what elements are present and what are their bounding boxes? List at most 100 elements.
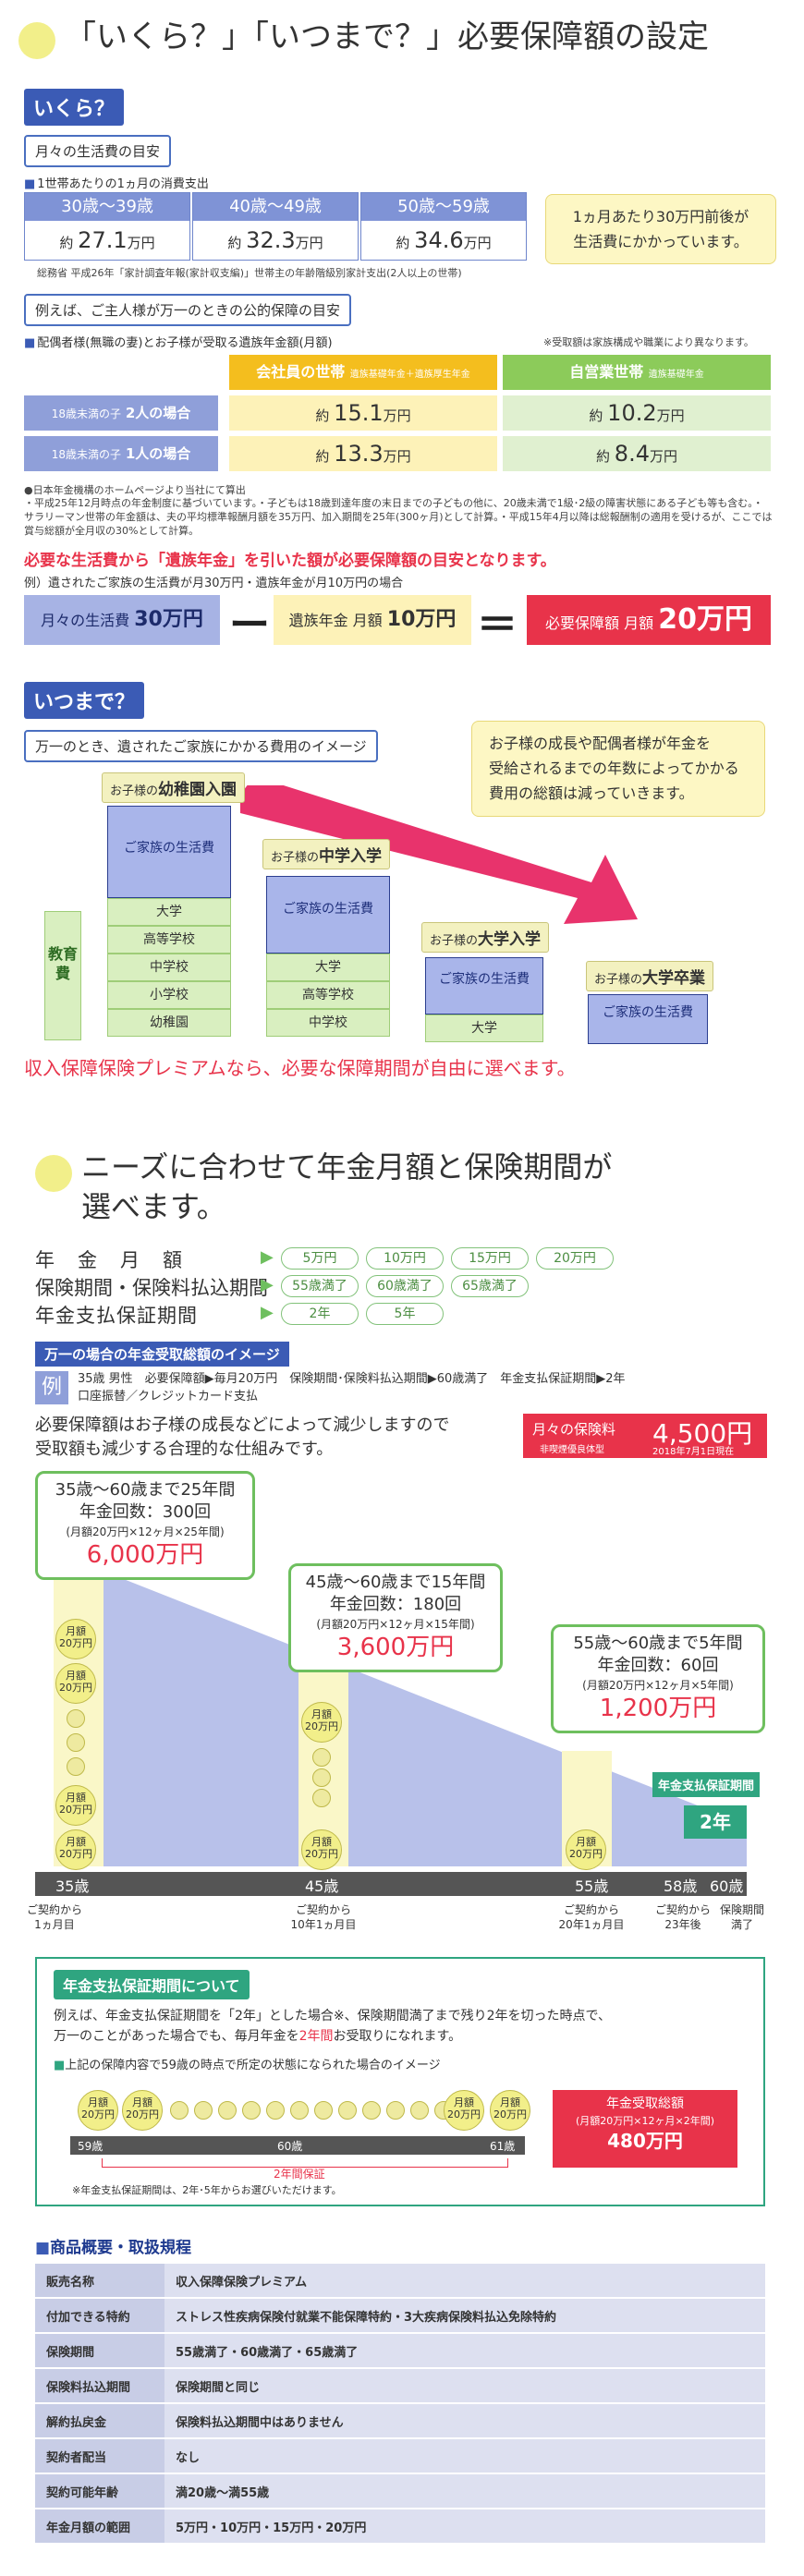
- family-cost-block: ご家族の生活費: [266, 876, 390, 954]
- bullet-dot: [18, 22, 55, 59]
- edu-block: 幼稚園: [107, 1009, 231, 1037]
- option-pill: 10万円: [366, 1247, 444, 1270]
- stage-tag: お子様の中学入学: [262, 839, 391, 869]
- title-line: ニーズに合わせて年金月額と保険期間が: [81, 1149, 613, 1185]
- premium-value: 4,500円: [652, 1418, 753, 1449]
- age-value: 約 34.6万円: [396, 227, 492, 253]
- circle-top: 月額: [66, 1625, 86, 1637]
- cell-selfemployed: 約 10.2万円: [503, 395, 771, 431]
- edu-block: 大学: [266, 954, 390, 981]
- note-line: 受給されるまでの年数によってかかる: [489, 759, 739, 778]
- opt-arrow: ▶: [261, 1247, 274, 1267]
- bead-dot: [67, 1733, 85, 1752]
- spec-key: 付加できる特約: [35, 2299, 164, 2332]
- bead-dot: [386, 2101, 405, 2120]
- spec-key: 年金月額の範囲: [35, 2509, 164, 2543]
- text-line: 万一のことがあった場合でも、毎月年金を2年間お受取りになれます。: [54, 2028, 462, 2044]
- spec-value: ストレス性疾病保険付就業不能保障特約・3大疾病保険料払込免除特約: [164, 2299, 765, 2332]
- opt2-label: 保険期間・保険料払込期間: [35, 1277, 268, 1299]
- family-cost-block: ご家族の生活費: [107, 806, 231, 898]
- opt-arrow: ▶: [261, 1275, 274, 1294]
- spec-value: 収入保障保険プレミアム: [164, 2264, 765, 2297]
- box-line: 45歳〜60歳まで15年間: [305, 1573, 486, 1592]
- guarantee-value: 2年: [684, 1805, 747, 1839]
- option-pill: 15万円: [451, 1247, 529, 1270]
- guarantee-label: 年金支払保証期間: [652, 1772, 761, 1797]
- guarantee-panel: [35, 1957, 765, 2206]
- spec-key: 契約者配当: [35, 2439, 164, 2473]
- living-cost-source: 総務省 平成26年「家計調査年報(家計収支編)」世帯主の年齢階級別家計支出(2人…: [37, 267, 462, 279]
- bead-dot: [170, 2101, 189, 2120]
- bead-dot: [67, 1757, 85, 1776]
- stage-tag: お子様の幼稚園入園: [102, 772, 246, 803]
- age-value: 約 32.3万円: [227, 227, 323, 253]
- circle-val: 20万円: [305, 1720, 338, 1733]
- image-caption: 万一のとき、遺されたご家族にかかる費用のイメージ: [24, 730, 378, 762]
- spec-title: ■商品概要・取扱規程: [35, 2239, 192, 2257]
- image-label: 万一の場合の年金受取総額のイメージ: [35, 1342, 289, 1367]
- itsumade-label: いつまで？: [24, 682, 145, 719]
- age-value: 約 27.1万円: [59, 227, 155, 253]
- opt3-label: 年金支払保証期間: [35, 1305, 198, 1327]
- eq-need: 必要保障額 月額 20万円: [527, 595, 771, 645]
- note-line: 費用の総額は減っていきます。: [489, 784, 694, 803]
- text-line: 例えば、年金支払保証期間を「2年」とした場合※、保険期間満了まで残り2年を切った…: [54, 2009, 611, 2023]
- row-label: 18歳未満の子 2人の場合: [24, 395, 218, 431]
- circle-val: 20万円: [59, 1637, 92, 1650]
- option-pill: 5年: [366, 1303, 444, 1325]
- bar-age: 59歳: [78, 2140, 104, 2153]
- option-pill: 55歳満了: [281, 1275, 359, 1297]
- bead-dot: [338, 2101, 357, 2120]
- age-box-40: 40歳〜49歳 約 32.3万円: [192, 192, 359, 261]
- cell-selfemployed: 約 8.4万円: [503, 436, 771, 471]
- edu-block: 中学校: [266, 1009, 390, 1037]
- living-cost-label: 月々の生活費の目安: [24, 135, 172, 167]
- cell-employee: 約 15.1万円: [229, 395, 497, 431]
- spec-value: 保険料払込期間中はありません: [164, 2404, 765, 2437]
- total-label: 年金受取総額: [606, 2096, 684, 2111]
- decrease-arrow: [240, 785, 638, 924]
- circle-top: 月額: [88, 2096, 108, 2108]
- premium-box: 月々の保険料 4,500円 非喫煙優良体型 2018年7月1日現在: [523, 1414, 767, 1458]
- spec-key: 保険料払込期間: [35, 2369, 164, 2402]
- spec-value: 55歳満了・60歳満了・65歳満了: [164, 2334, 765, 2367]
- spec-table: 販売名称収入保障保険プレミアム付加できる特約ストレス性疾病保険付就業不能保障特約…: [35, 2262, 765, 2545]
- circle-val: 20万円: [59, 1804, 92, 1817]
- edu-block: 小学校: [107, 981, 231, 1009]
- circle-top: 月額: [500, 2096, 520, 2108]
- age-box-50: 50歳〜59歳 約 34.6万円: [360, 192, 527, 261]
- bead-dot: [242, 2101, 261, 2120]
- guarantee-sub: ■上記の保障内容で59歳の時点で所定の状態になられた場合のイメージ: [54, 2059, 441, 2072]
- spec-row: 解約払戻金保険料払込期間中はありません: [35, 2404, 765, 2437]
- option-pill: 65歳満了: [451, 1275, 529, 1297]
- spec-value: なし: [164, 2439, 765, 2473]
- option-pill: 2年: [281, 1303, 359, 1325]
- spec-value: 保険期間と同じ: [164, 2369, 765, 2402]
- circle-top: 月額: [66, 1836, 86, 1848]
- circle-val: 20万円: [305, 1848, 338, 1861]
- living-cost-note: 1ヵ月あたり30万円前後が 生活費にかかっています。: [545, 194, 776, 265]
- guarantee-text: 例えば、年金支払保証期間を「2年」とした場合※、保険期間満了まで残り2年を切った…: [54, 2007, 611, 2047]
- box-line: 55歳〜60歳まで5年間: [573, 1634, 743, 1653]
- bead-dot: [266, 2101, 285, 2120]
- stage-tag: お子様の大学卒業: [586, 961, 714, 991]
- box-line: 年金回数：300回: [79, 1502, 212, 1523]
- edu-block: 大学: [107, 898, 231, 926]
- bullet-dot: [35, 1155, 72, 1192]
- guarantee-title: 年金支払保証期間について: [54, 1970, 250, 1999]
- eq-pension: 遺族年金 月額 10万円: [274, 595, 471, 645]
- bead-dot: [194, 2101, 213, 2120]
- total-value: 480万円: [607, 2129, 683, 2152]
- axis-age: 35歳: [55, 1877, 90, 1895]
- spec-key: 契約可能年齢: [35, 2474, 164, 2508]
- option-pill: 60歳満了: [366, 1275, 444, 1297]
- example-text: 35歳 男性 必要保障額▶毎月20万円 保険期間･保険料払込期間▶60歳満了 年…: [78, 1371, 626, 1406]
- total-calc: (月額20万円×12ヶ月×2年間): [575, 2114, 714, 2127]
- section-title: 「いくら？」「いつまで？」必要保障額の設定: [65, 18, 709, 55]
